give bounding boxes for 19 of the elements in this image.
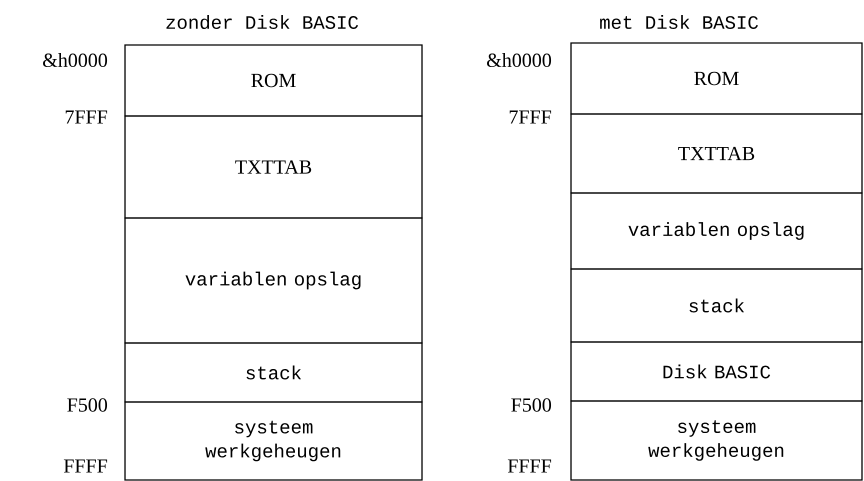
address-label: FFFF xyxy=(64,459,108,473)
memory-segment: variablen opslag xyxy=(570,192,863,270)
memory-segment: systeem werkgeheugen xyxy=(570,400,863,481)
memory-segment: TXTTAB xyxy=(570,113,863,194)
address-label: 7FFF xyxy=(66,110,108,124)
memory-segment: systeem werkgeheugen xyxy=(124,401,423,481)
memory-segment: stack xyxy=(124,342,423,403)
memory-segment: variablen opslag xyxy=(124,217,423,344)
memory-segment: stack xyxy=(570,268,863,343)
memory-segment: ROM xyxy=(124,44,423,117)
address-label: F500 xyxy=(67,398,108,412)
address-label: 7FFF xyxy=(510,110,552,124)
address-label: F500 xyxy=(511,398,552,412)
memory-segment: TXTTAB xyxy=(124,115,423,219)
address-label: &h0000 xyxy=(43,52,108,68)
memory-segment: Disk BASIC xyxy=(570,341,863,402)
memory-segment: ROM xyxy=(570,42,863,115)
address-label: FFFF xyxy=(508,459,552,473)
address-label: &h0000 xyxy=(487,52,552,68)
